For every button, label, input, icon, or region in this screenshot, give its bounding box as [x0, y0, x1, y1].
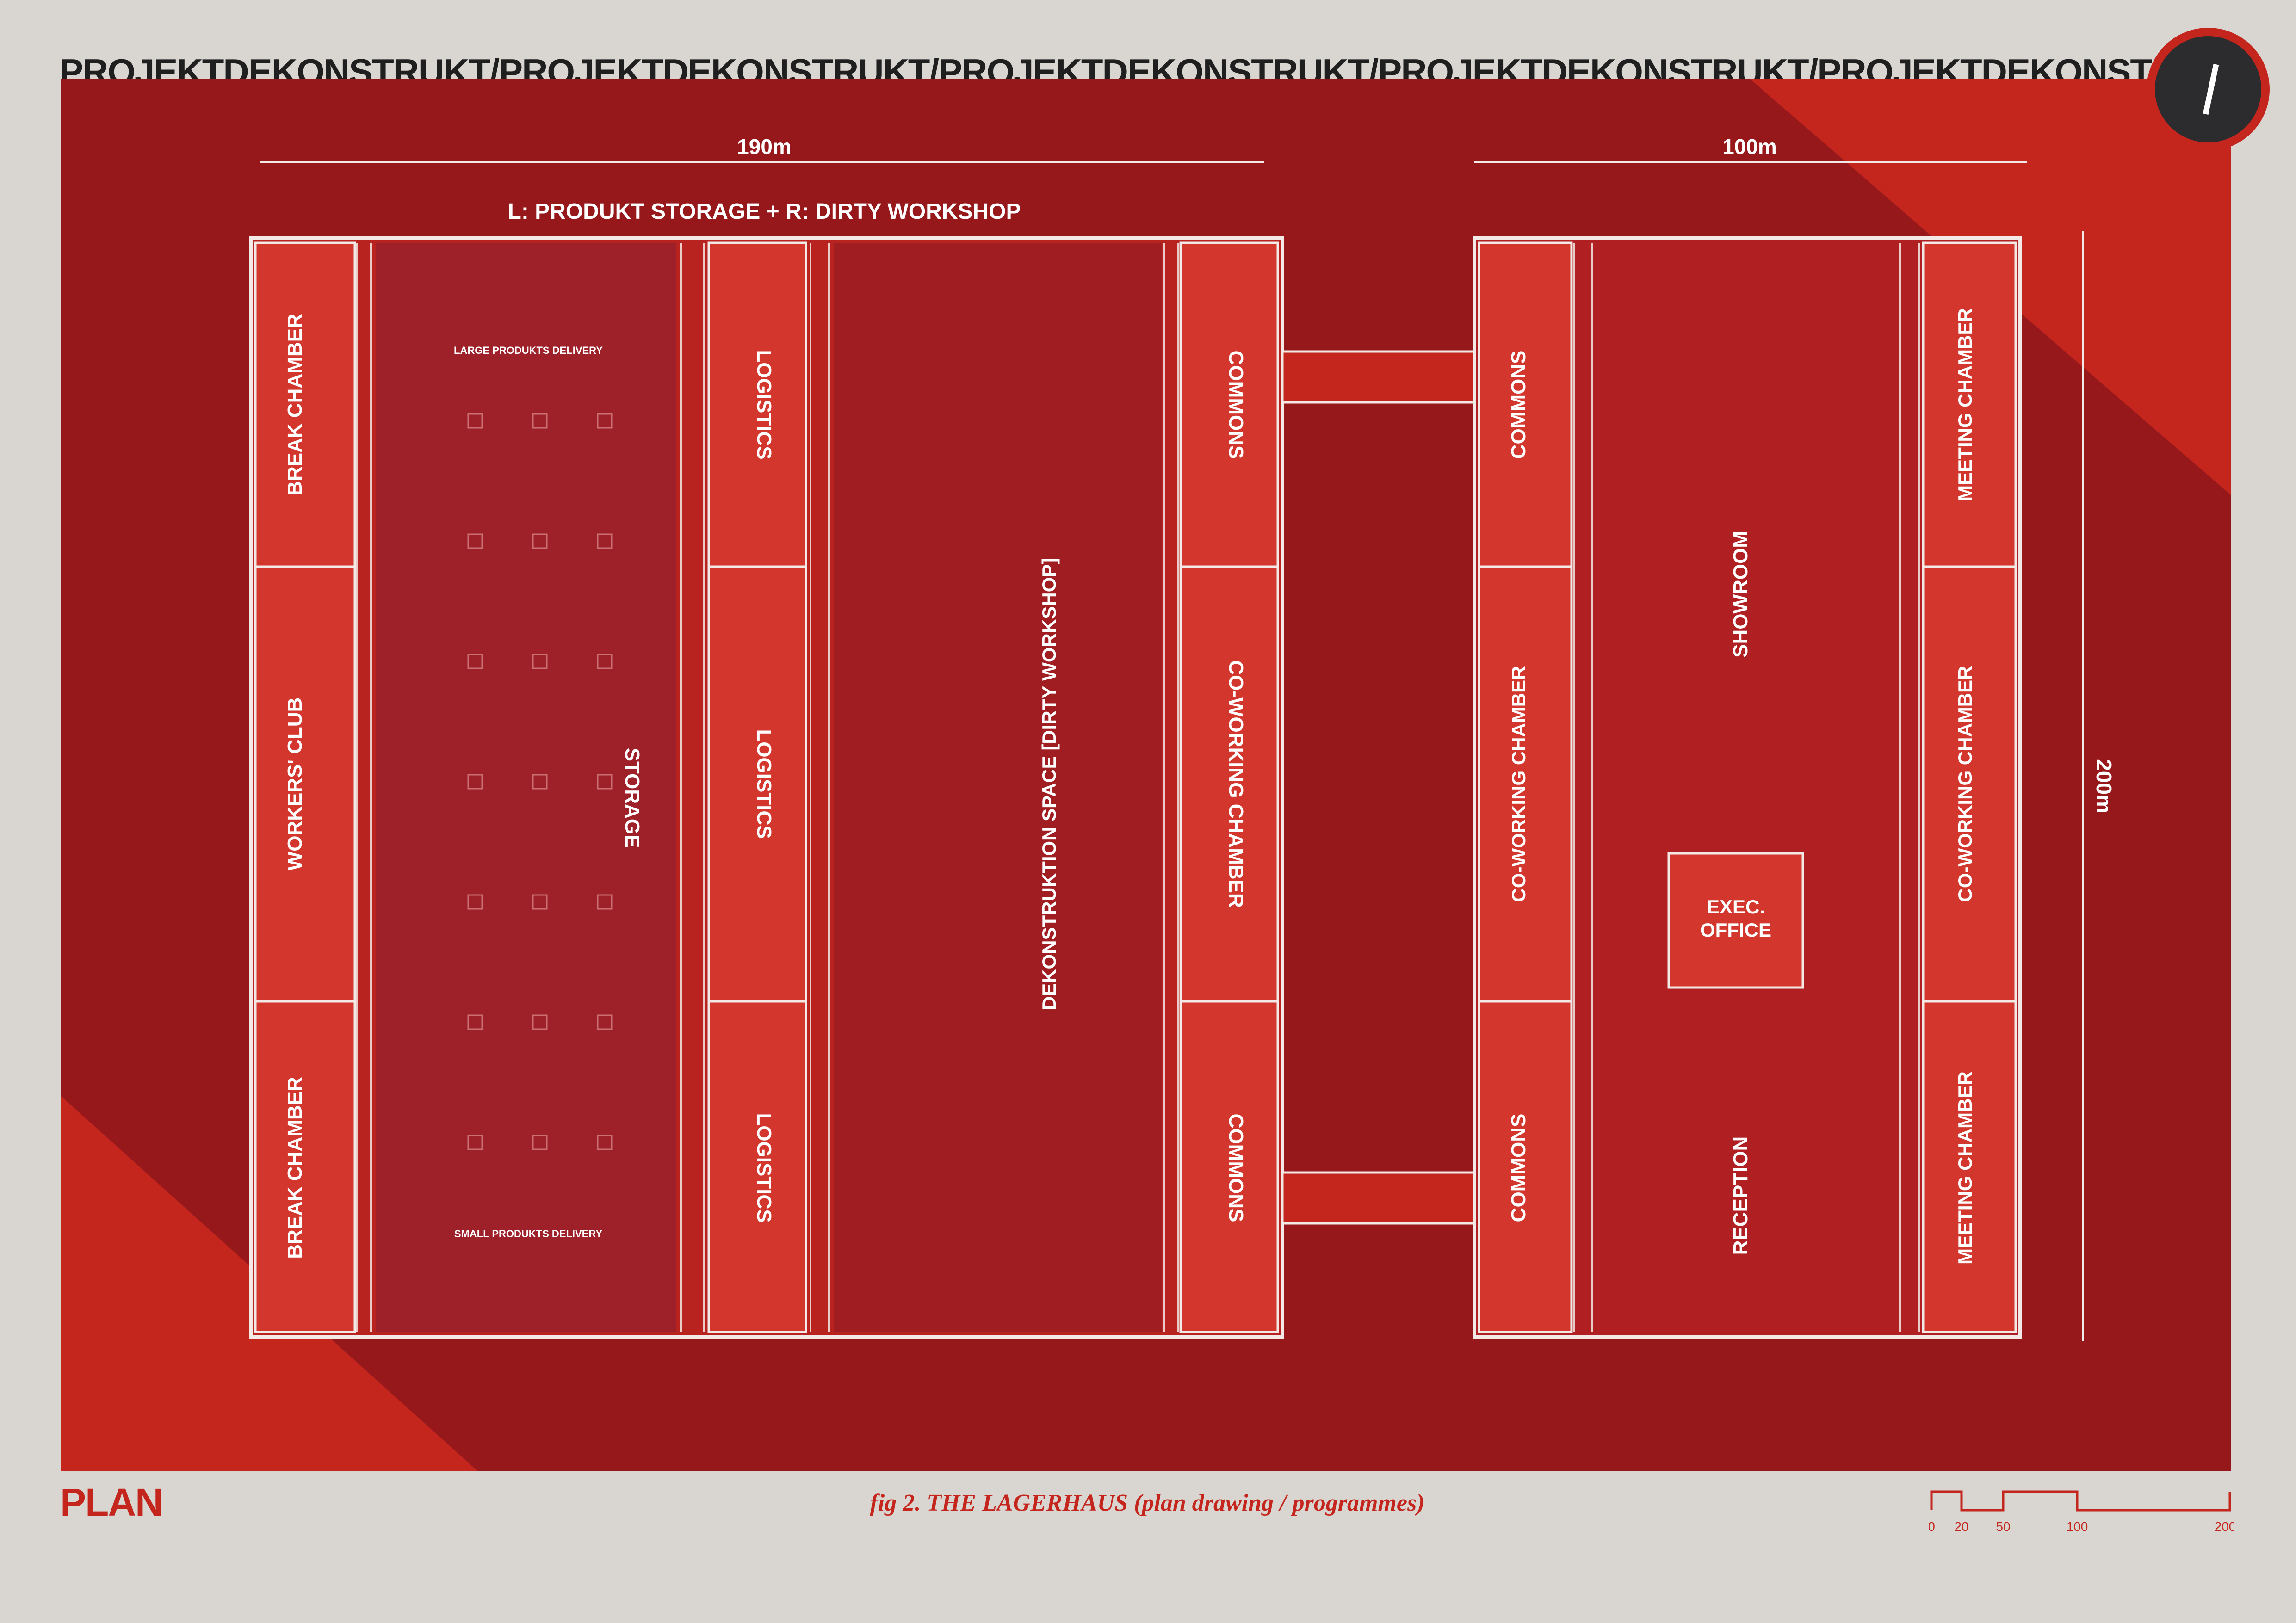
label-large-delivery: LARGE PRODUKTS DELIVERY: [454, 345, 603, 356]
bridge-bottom: [1281, 1171, 1476, 1225]
room-exec-office: [1667, 852, 1804, 989]
label-commons-top-right: COMMONS: [1507, 351, 1530, 459]
label-meeting-top: MEETING CHAMBER: [1954, 308, 1976, 501]
label-commons-top: COMMONS: [1225, 351, 1247, 459]
figure-caption: fig 2. THE LAGERHAUS (plan drawing / pro…: [870, 1490, 1425, 1516]
scale-bar: 0 20 50 100 200: [1929, 1490, 2234, 1534]
plan-board: BREAK CHAMBER WORKERS' CLUB BREAK CHAMBE…: [61, 79, 2231, 1471]
room-storage: [376, 243, 676, 1332]
left-building-title: L: PRODUKT STORAGE + R: DIRTY WORKSHOP: [508, 199, 1021, 224]
bridge-top: [1281, 350, 1476, 404]
label-coworking: CO-WORKING CHAMBER: [1225, 660, 1247, 907]
room-coworking-right: [1922, 565, 2017, 1003]
label-logistics-top: LOGISTICS: [753, 350, 775, 459]
left-building: BREAK CHAMBER WORKERS' CLUB BREAK CHAMBE…: [249, 236, 1284, 1339]
room-coworking: [1179, 565, 1279, 1003]
scale-label: 20: [1954, 1519, 1968, 1534]
room-break-chamber-top: [254, 241, 356, 568]
dimension-height: 200m: [2092, 759, 2116, 814]
scale-label: 200: [2215, 1519, 2234, 1534]
room-commons-bottom: [1179, 1000, 1279, 1333]
plan-label: PLAN: [60, 1481, 163, 1524]
label-workers-club: WORKERS' CLUB: [284, 697, 306, 871]
label-small-delivery: SMALL PRODUKTS DELIVERY: [454, 1228, 603, 1240]
label-break-chamber-top: BREAK CHAMBER: [284, 314, 306, 496]
room-break-chamber-bottom: [254, 1000, 356, 1333]
slash-icon: [2203, 63, 2219, 115]
scale-label: 100: [2067, 1519, 2088, 1534]
label-meeting-bottom: MEETING CHAMBER: [1954, 1071, 1976, 1265]
label-break-chamber-bottom: BREAK CHAMBER: [284, 1077, 306, 1259]
scale-label: 50: [1996, 1519, 2010, 1534]
right-building: COMMONS CO-WORKING CHAMBER COMMONS SHOWR…: [1473, 236, 2022, 1339]
label-commons-bottom: COMMONS: [1225, 1114, 1247, 1222]
structural-grid: [356, 243, 1179, 1332]
room-commons-bottom-right: [1478, 1000, 1573, 1333]
scale-label: 0: [1929, 1519, 1935, 1534]
dimension-right-width: 100m: [1722, 135, 1777, 159]
floor-plan: BREAK CHAMBER WORKERS' CLUB BREAK CHAMBE…: [61, 79, 2231, 1471]
dimension-left-width: 190m: [737, 135, 792, 159]
label-exec-office-2: OFFICE: [1700, 919, 1771, 941]
label-workshop: DEKONSTRUKTION SPACE [DIRTY WORKSHOP]: [1038, 558, 1060, 1010]
room-logistics-bottom: [707, 1000, 807, 1333]
label-reception: RECEPTION: [1729, 1136, 1752, 1255]
room-logistics-top: [707, 241, 807, 568]
dimension-lines: [260, 161, 2084, 1341]
scale-bar-line: [1930, 1490, 2231, 1512]
room-commons-top-right: [1478, 241, 1573, 568]
label-coworking-left: CO-WORKING CHAMBER: [1508, 666, 1529, 902]
structural-grid-right: [1573, 243, 1920, 1332]
storage-racks: [467, 413, 613, 1150]
label-storage: STORAGE: [621, 748, 644, 848]
logo-badge: [2147, 28, 2270, 151]
room-coworking-left: [1478, 565, 1573, 1003]
label-commons-bottom-right: COMMONS: [1507, 1114, 1530, 1222]
room-logistics-mid: [707, 565, 807, 1003]
label-coworking-right: CO-WORKING CHAMBER: [1954, 666, 1976, 902]
room-workshop: [834, 243, 1162, 1332]
label-logistics-mid: LOGISTICS: [753, 729, 775, 839]
label-exec-office-1: EXEC.: [1707, 896, 1765, 918]
label-showroom: SHOWROOM: [1729, 531, 1752, 658]
room-meeting-bottom: [1922, 1000, 2017, 1333]
label-logistics-bottom: LOGISTICS: [753, 1113, 775, 1222]
room-meeting-top: [1922, 241, 2017, 568]
